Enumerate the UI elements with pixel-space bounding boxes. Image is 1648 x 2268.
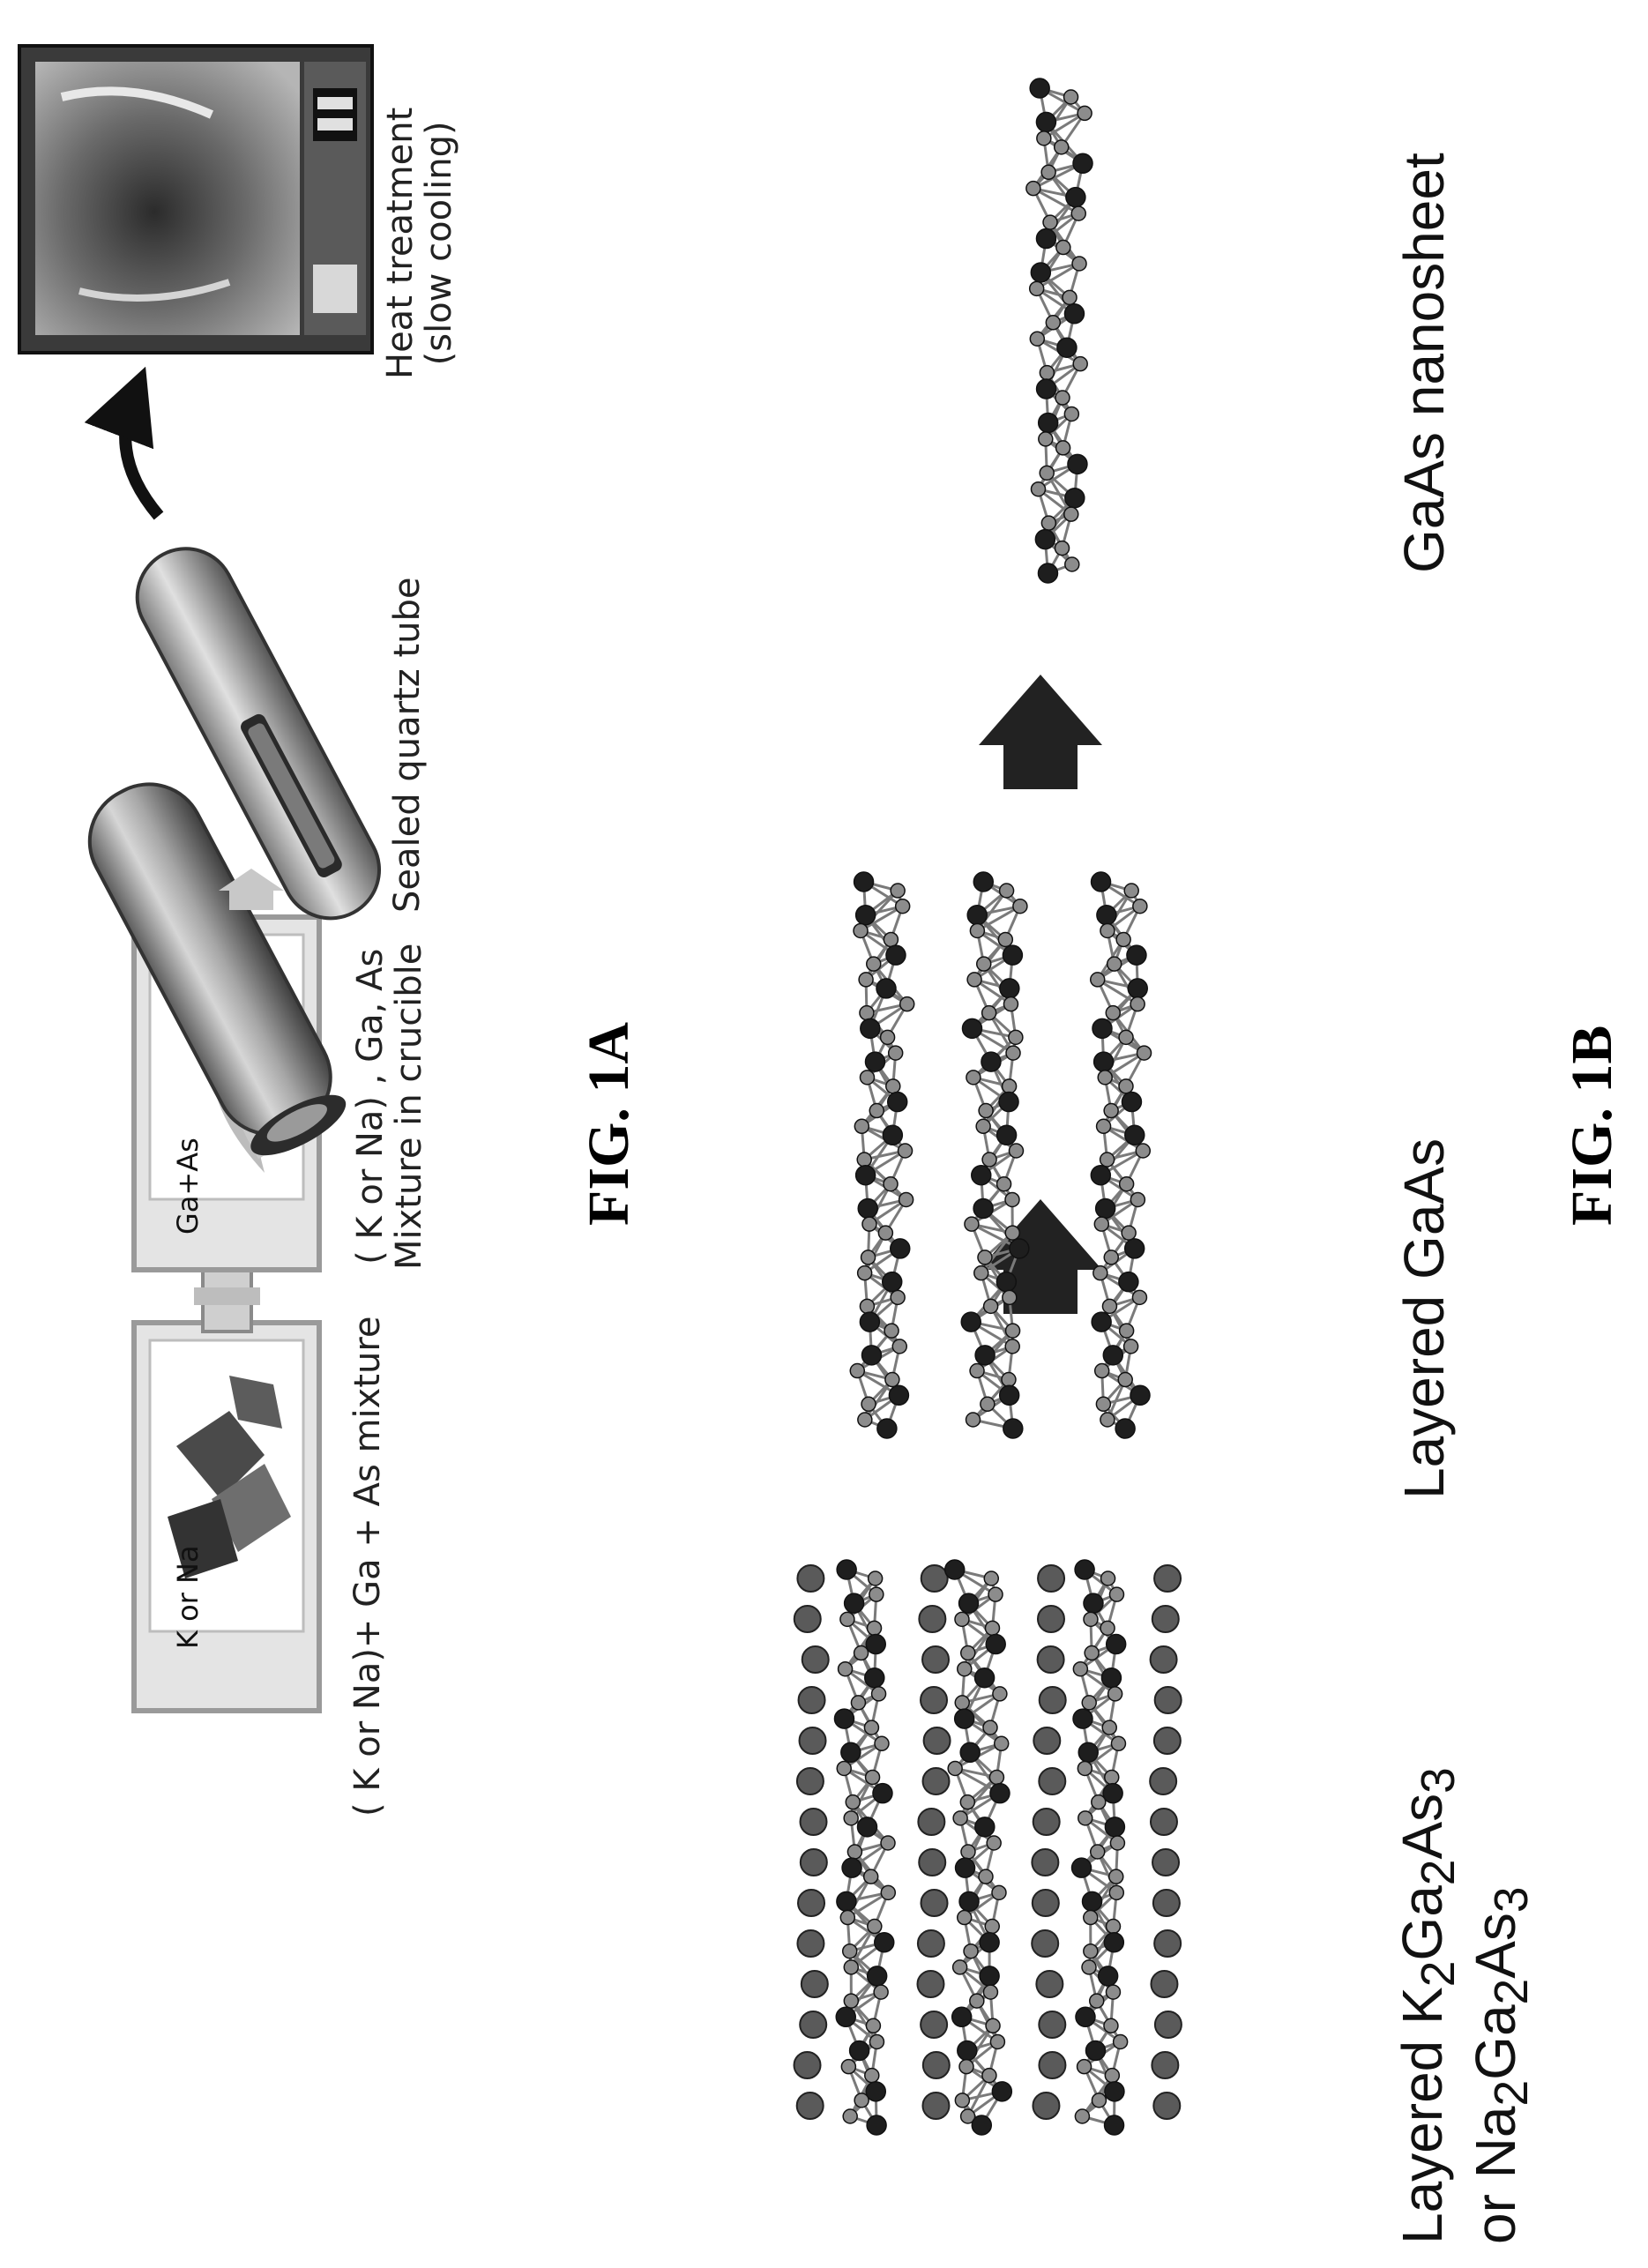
crucible-caption: ( K or Na) , Ga, As Mixture in crucible	[351, 944, 429, 1270]
gaas-nanosheet-structure	[1026, 78, 1092, 583]
ga-as-box-label: Ga+As	[173, 1138, 204, 1235]
quartz-tube-caption: Sealed quartz tube	[388, 578, 427, 913]
k-or-na-box-label: K or Na	[173, 1545, 204, 1649]
fig-1b-caption: FIG. 1B	[1561, 1026, 1625, 1226]
stage1-caption: Layered K2Ga2As3 or Na2Ga2As3	[1391, 1767, 1539, 2244]
layered-alkali-compound-structure	[794, 1560, 1182, 2135]
mixture-caption: ( K or Na)+ Ga + As mixture	[348, 1317, 387, 1817]
process-arrow-5	[979, 675, 1102, 789]
stage2-caption: Layered GaAs	[1393, 1138, 1455, 1499]
furnace-photo	[19, 46, 372, 353]
layered-gaas-structure	[850, 872, 1151, 1438]
stage3-caption: GaAs nanosheet	[1393, 153, 1455, 573]
process-arrow-3	[125, 401, 159, 516]
heat-treatment-caption: Heat treatment (slow cooling)	[381, 108, 459, 379]
fig-1a-caption: FIG. 1A	[578, 1022, 642, 1226]
